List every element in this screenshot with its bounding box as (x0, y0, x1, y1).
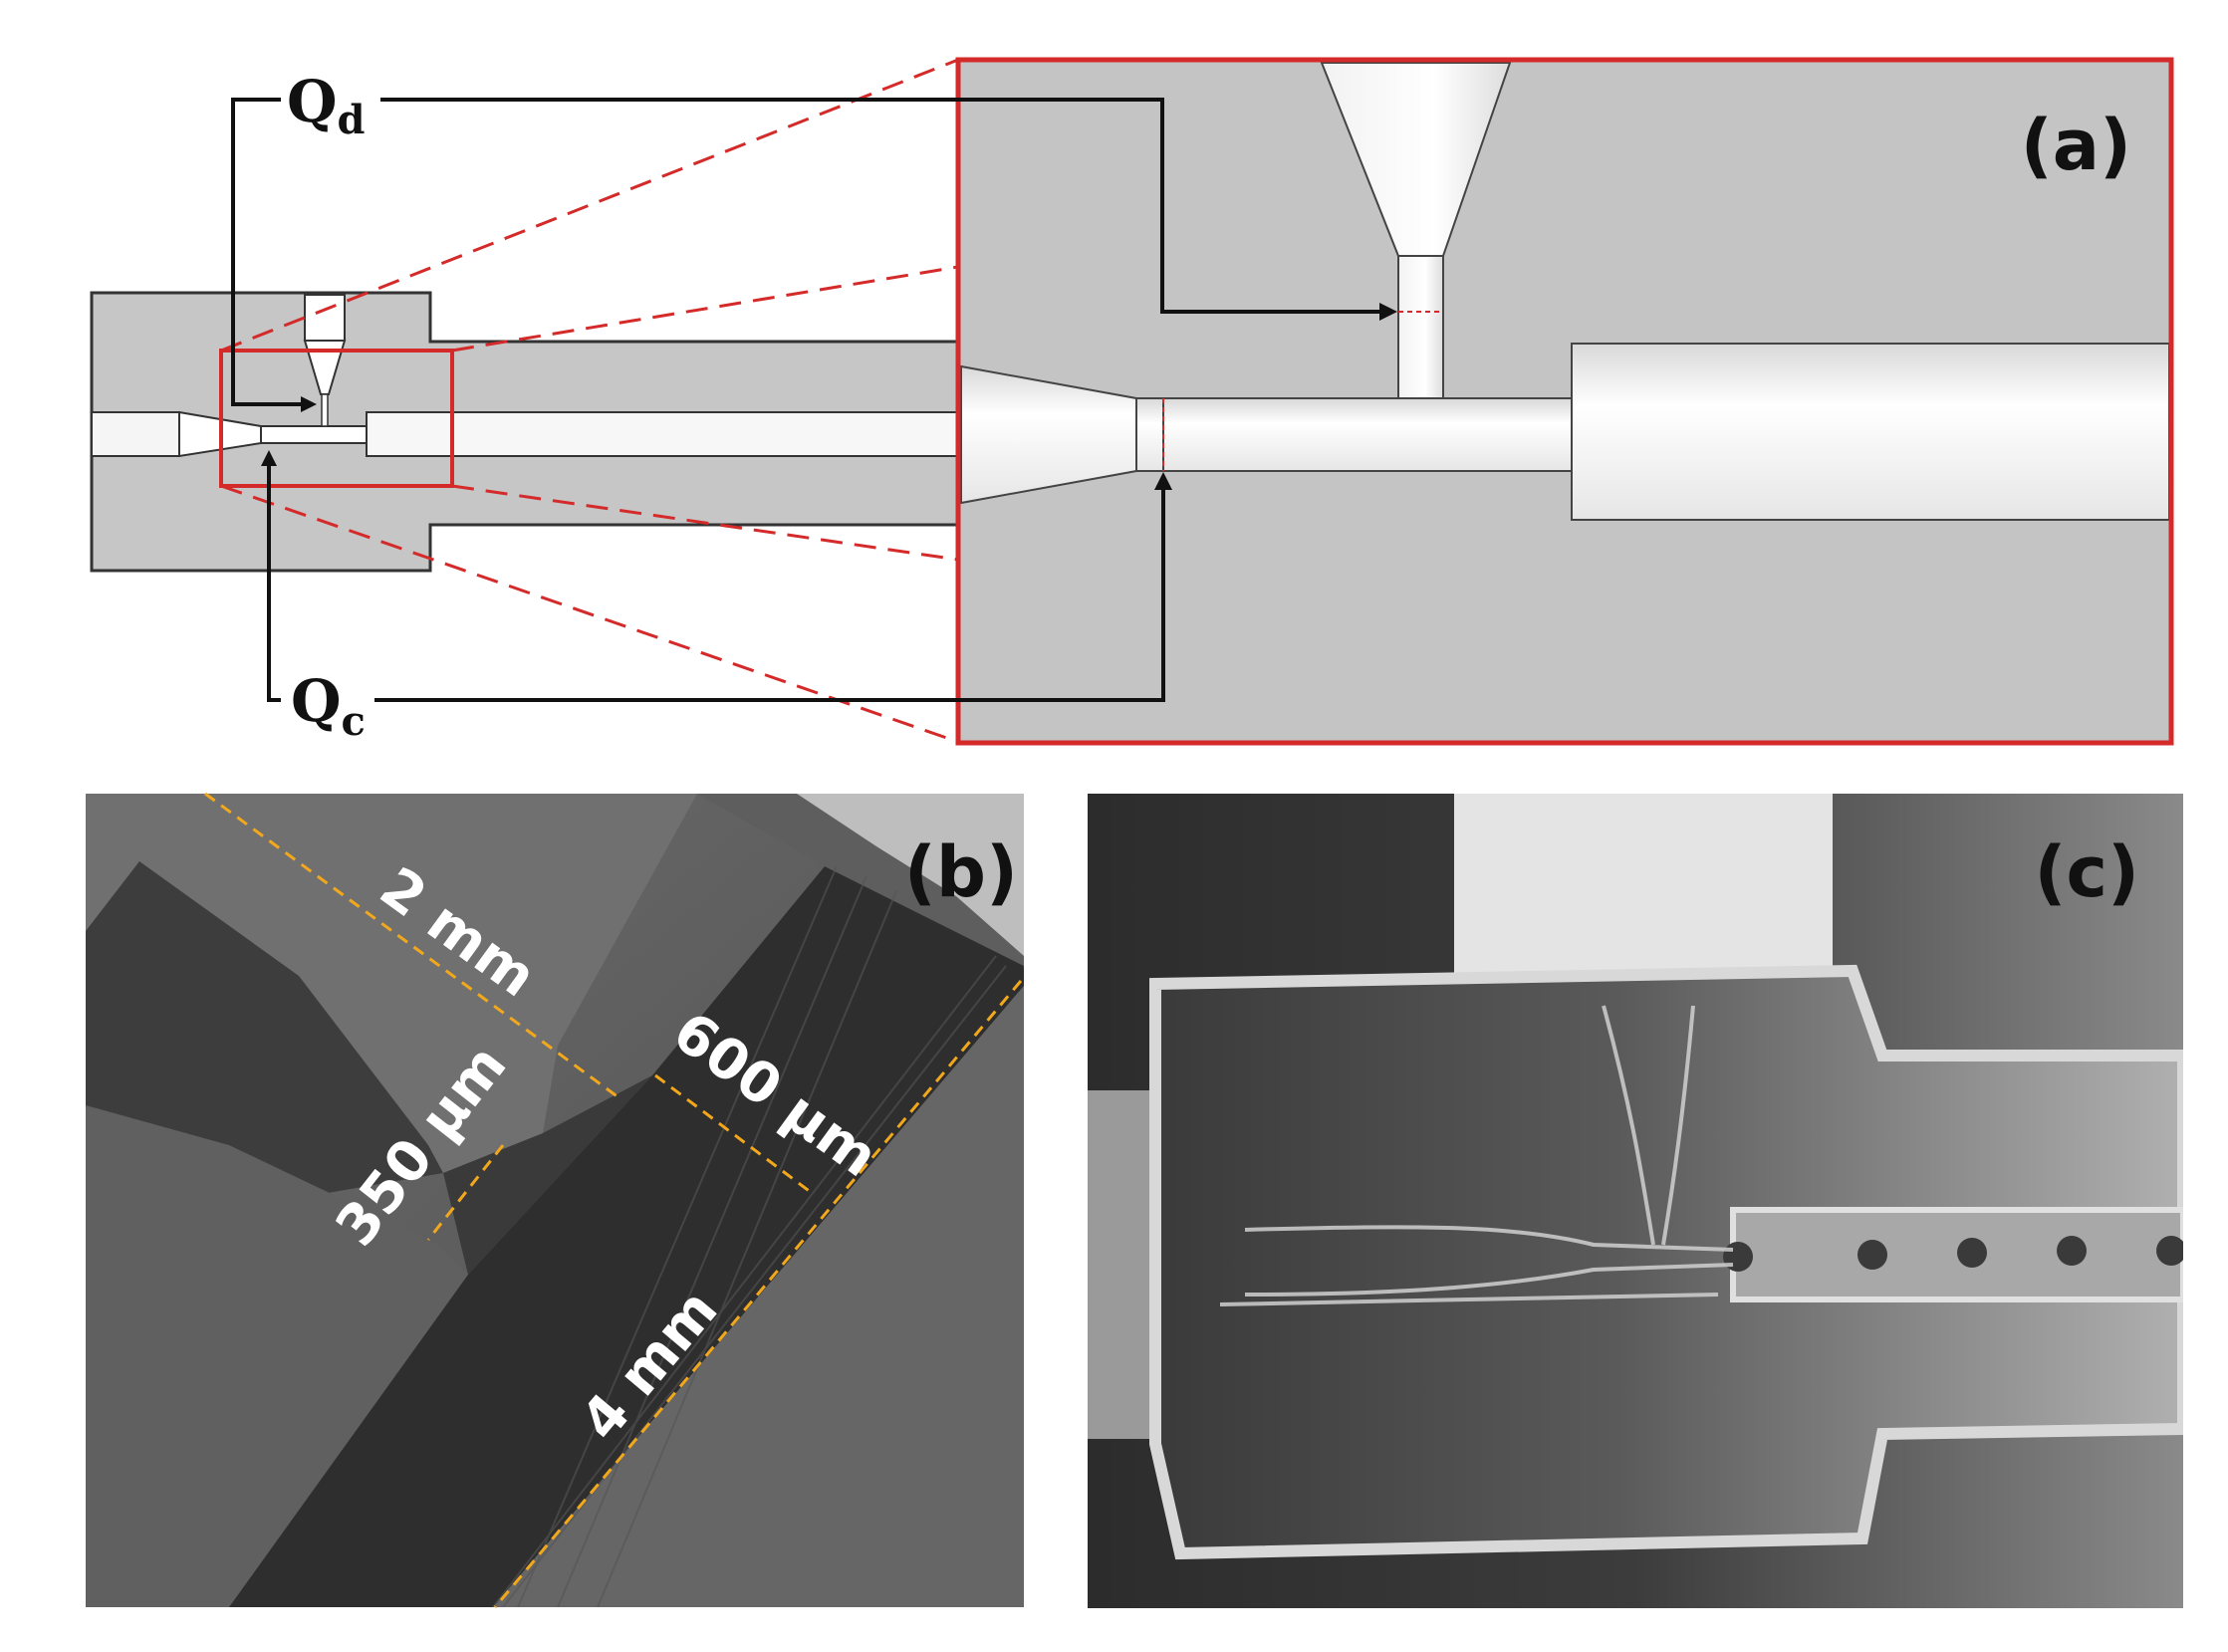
flow-arrowheads (261, 303, 1397, 490)
detail-junction-channel (1162, 397, 1573, 472)
panel-c: (c) (1088, 794, 2183, 1608)
sem-striations (492, 865, 1007, 1607)
flow-arrows (231, 98, 1384, 702)
inlet-channel (91, 411, 180, 457)
qd-arrowhead-overview (301, 396, 317, 412)
dispersed-cone (303, 340, 347, 395)
panel-b-label: (b) (904, 831, 1018, 913)
qc-label-sub: c (342, 698, 366, 745)
qc-connector-right (374, 485, 1165, 702)
photo-top-tube (1454, 794, 1833, 978)
dim-line-4mm (493, 980, 1023, 1608)
zoom-detail-frame (955, 57, 2174, 746)
qd-label: Qd (287, 68, 366, 143)
photo-channel-lines (1219, 1005, 1734, 1306)
sem-main-channel (229, 866, 1024, 1607)
zoom-source-box (219, 349, 454, 488)
panel-a-label: (a) (2021, 105, 2131, 186)
detail-dispersed-needle (1397, 255, 1444, 401)
qd-arrowhead-detail (1379, 303, 1397, 321)
zoom-detail (955, 57, 2174, 746)
qc-connector-left (267, 464, 281, 702)
dim-line-2mm (204, 792, 623, 1102)
detail-outlet-channel (1571, 343, 2170, 521)
sem-left-lower-block (86, 1105, 468, 1607)
qd-label-sub: d (338, 97, 366, 143)
photo-device-body (1149, 964, 2183, 1560)
qd-connector-right (380, 98, 1384, 314)
panel-c-label: (c) (2035, 831, 2139, 913)
qc-arrowhead-detail (1154, 472, 1172, 490)
qc-arrowhead-overview (261, 450, 277, 466)
qc-label-main: Q (291, 667, 342, 735)
panel-b: 2 mm 600 µm 350 µm 4 mm (b) (86, 792, 1024, 1608)
photo-outlet-holes (1723, 1236, 2183, 1272)
qd-label-main: Q (287, 68, 338, 135)
outlet-channel (366, 411, 959, 457)
device-overview (90, 291, 960, 573)
dispersed-tube (304, 294, 346, 342)
dim-line-350um (426, 1144, 505, 1241)
junction-channel (260, 425, 368, 444)
sem-narrow-section (443, 1075, 652, 1275)
sem-dimension-lines (204, 792, 1023, 1608)
qc-label: Qc (291, 667, 366, 745)
panel-a: Qd Qc (a) (90, 57, 2174, 746)
sem-debris (797, 794, 1024, 956)
dispersed-needle (321, 393, 329, 427)
dim-line-600um (654, 1073, 813, 1195)
detail-orifice (1135, 397, 1164, 472)
qd-connector-left (231, 98, 305, 406)
